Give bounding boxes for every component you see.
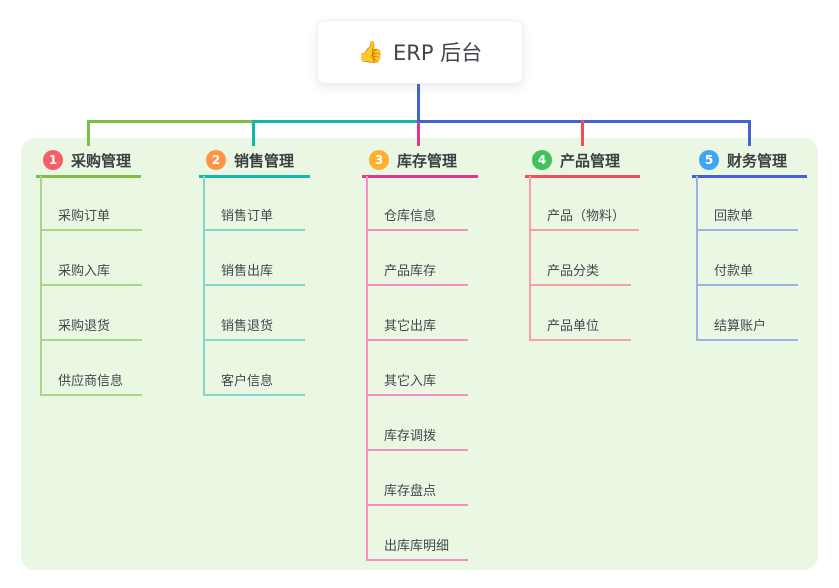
node-label: 销售退货	[221, 319, 274, 334]
node-other-inbound[interactable]: 其它入库	[366, 368, 468, 396]
node-sales-order[interactable]: 销售订单	[203, 203, 305, 231]
root-node-erp[interactable]: 👍 ERP 后台	[317, 20, 523, 84]
child-vline-finance	[696, 176, 698, 341]
node-product-category[interactable]: 产品分类	[529, 258, 631, 286]
connector-drop-purchase	[87, 120, 90, 146]
connector-hline-purchase	[87, 120, 254, 123]
node-purchase-return[interactable]: 采购退货	[40, 313, 142, 341]
node-label: 销售出库	[221, 264, 274, 279]
node-label: 供应商信息	[58, 374, 124, 389]
node-label: 产品分类	[547, 264, 600, 279]
badge-4-icon: 4	[532, 150, 552, 170]
node-product-stock[interactable]: 产品库存	[366, 258, 468, 286]
branch-header-finance[interactable]: 5 财务管理	[692, 145, 807, 178]
connector-hline-sales	[252, 120, 419, 123]
node-label: 产品（物料）	[547, 209, 626, 224]
child-vline-product	[529, 176, 531, 341]
node-label: 客户信息	[221, 374, 274, 389]
node-product-unit[interactable]: 产品单位	[529, 313, 631, 341]
node-inout-detail[interactable]: 出库库明细	[366, 533, 468, 561]
branch-label-sales: 销售管理	[234, 151, 295, 170]
node-purchase-inbound[interactable]: 采购入库	[40, 258, 142, 286]
connector-drop-finance	[748, 120, 751, 146]
node-label: 其它入库	[384, 374, 437, 389]
child-vline-sales	[203, 176, 205, 396]
node-label: 库存调拨	[384, 429, 437, 444]
node-sales-return[interactable]: 销售退货	[203, 313, 305, 341]
branch-header-product[interactable]: 4 产品管理	[525, 145, 640, 178]
node-label: 仓库信息	[384, 209, 437, 224]
node-label: 付款单	[714, 264, 754, 279]
branch-header-purchase[interactable]: 1 采购管理	[36, 145, 141, 178]
node-product-material[interactable]: 产品（物料）	[529, 203, 640, 231]
badge-1-icon: 1	[43, 150, 63, 170]
node-receipt-bill[interactable]: 回款单	[696, 203, 798, 231]
branch-header-sales[interactable]: 2 销售管理	[199, 145, 310, 178]
node-purchase-order[interactable]: 采购订单	[40, 203, 142, 231]
branch-header-inventory[interactable]: 3 库存管理	[362, 145, 478, 178]
node-other-outbound[interactable]: 其它出库	[366, 313, 468, 341]
branch-label-inventory: 库存管理	[397, 151, 458, 170]
root-node-label: ERP 后台	[392, 41, 483, 65]
connector-drop-inventory	[417, 122, 420, 146]
node-label: 销售订单	[221, 209, 274, 224]
node-label: 库存盘点	[384, 484, 437, 499]
badge-3-icon: 3	[369, 150, 389, 170]
child-vline-inventory	[366, 176, 368, 561]
branch-label-product: 产品管理	[560, 151, 621, 170]
node-label: 结算账户	[714, 319, 767, 334]
branch-label-finance: 财务管理	[727, 151, 788, 170]
thumbs-up-icon: 👍	[357, 39, 384, 64]
node-label: 采购入库	[58, 264, 111, 279]
connector-drop-sales	[252, 120, 255, 146]
node-label: 其它出库	[384, 319, 437, 334]
node-label: 产品库存	[384, 264, 437, 279]
branch-label-purchase: 采购管理	[71, 151, 132, 170]
badge-2-icon: 2	[206, 150, 226, 170]
branches-panel	[21, 138, 818, 570]
node-label: 采购退货	[58, 319, 111, 334]
node-stock-taking[interactable]: 库存盘点	[366, 478, 468, 506]
node-sales-outbound[interactable]: 销售出库	[203, 258, 305, 286]
node-settlement-account[interactable]: 结算账户	[696, 313, 798, 341]
connector-drop-product	[581, 120, 584, 146]
node-stock-transfer[interactable]: 库存调拨	[366, 423, 468, 451]
node-warehouse-info[interactable]: 仓库信息	[366, 203, 468, 231]
root-stem-line	[417, 84, 420, 122]
node-customer-info[interactable]: 客户信息	[203, 368, 305, 396]
node-label: 产品单位	[547, 319, 600, 334]
node-payment-bill[interactable]: 付款单	[696, 258, 798, 286]
badge-5-icon: 5	[699, 150, 719, 170]
node-label: 出库库明细	[384, 539, 450, 554]
node-label: 回款单	[714, 209, 754, 224]
child-vline-purchase	[40, 176, 42, 396]
node-label: 采购订单	[58, 209, 111, 224]
node-supplier-info[interactable]: 供应商信息	[40, 368, 142, 396]
